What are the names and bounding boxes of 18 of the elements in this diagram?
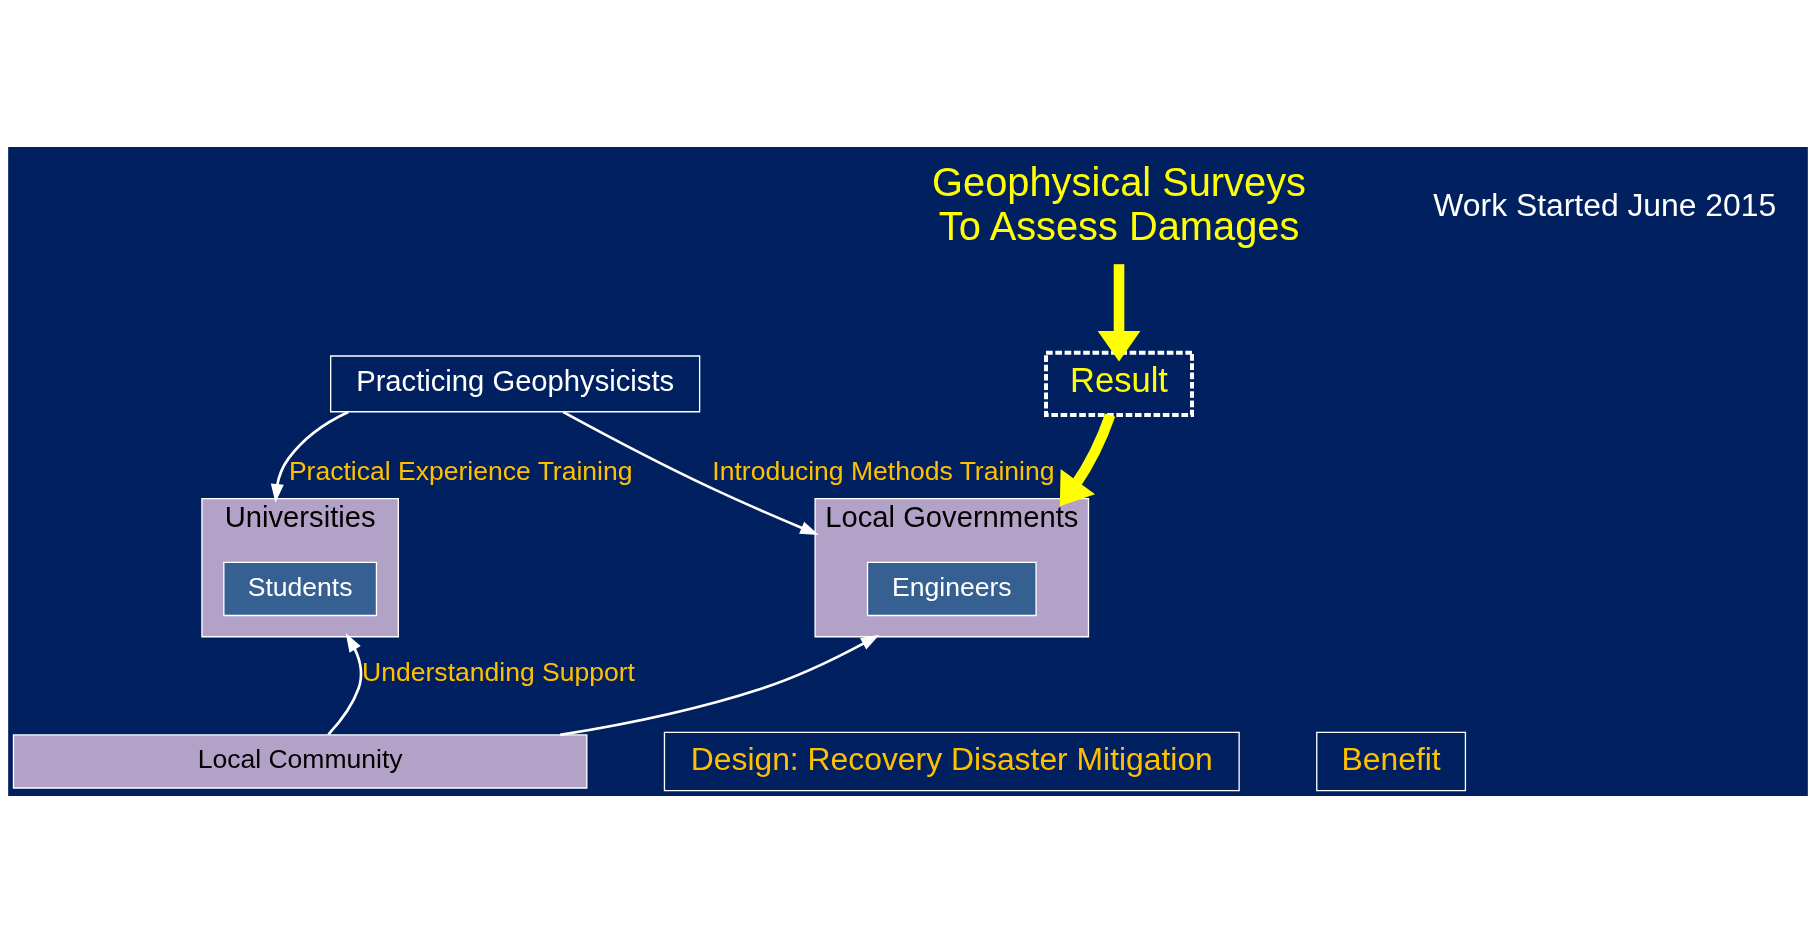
arrow [327,632,363,735]
node-box: Engineers [866,561,1037,616]
node-box: Local Community [12,733,588,789]
node-box: Benefit [1316,731,1467,791]
edge-label: Introducing Methods Training [712,455,1055,486]
node-box: Practicing Geophysicists [330,354,701,412]
node-box: Students [223,561,378,616]
edge-label: Practical Experience Training [288,455,633,486]
arrow [1097,263,1141,362]
node-box: Result [1044,350,1194,417]
label: Work Started June 2015 [1433,186,1777,223]
node-box: Design: Recovery Disaster Mitigation [663,731,1240,791]
arrow [562,410,819,535]
arrow [270,410,349,503]
edge-label: Understanding Support [362,656,635,687]
node-text: Geophysical Surveys To Assess Damages [932,159,1306,248]
arrow [1059,412,1116,506]
arrow [559,634,880,736]
